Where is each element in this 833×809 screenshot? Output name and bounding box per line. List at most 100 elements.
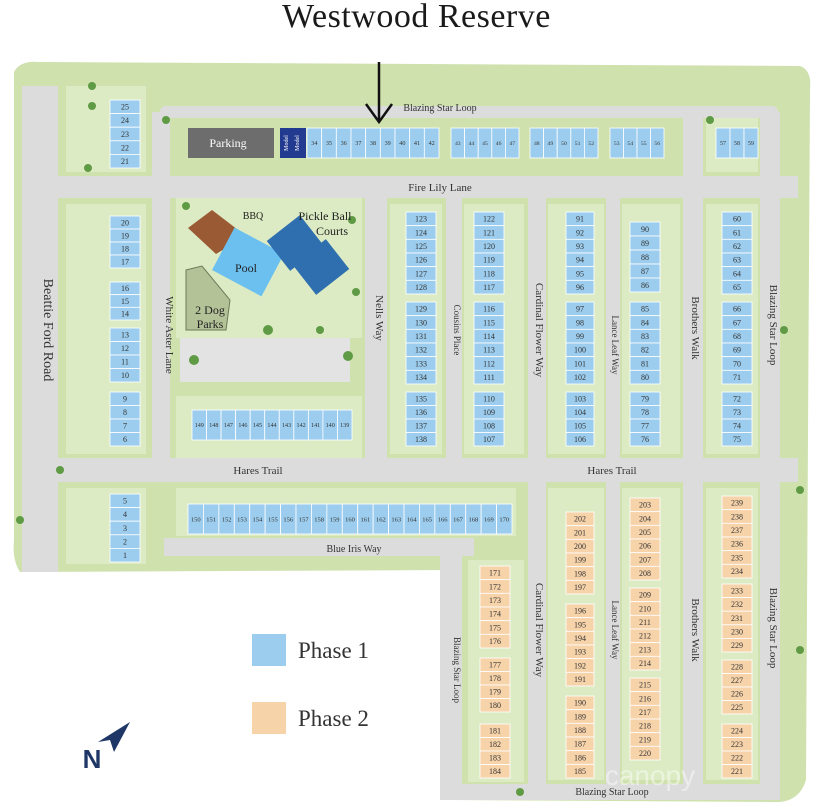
lot-label-218: 218 (639, 722, 651, 731)
lot-label-36: 36 (341, 140, 347, 147)
lot-label-40: 40 (399, 140, 405, 147)
lot-label-226: 226 (731, 690, 743, 699)
lot-label-17: 17 (121, 257, 129, 266)
lot-6 (109, 432, 141, 447)
lot-label-13: 13 (121, 331, 129, 340)
lot-label-196: 196 (574, 607, 586, 616)
lot-label-137: 137 (415, 422, 427, 431)
lot-label-123: 123 (415, 215, 427, 224)
lot-label-77: 77 (641, 422, 649, 431)
lot-220 (629, 745, 661, 761)
road-label-cardinal-flower-way-1: Cardinal Flower Way (533, 283, 545, 378)
lot-label-127: 127 (415, 269, 427, 278)
lot-label-228: 228 (731, 663, 743, 672)
lot-label-65: 65 (733, 283, 741, 292)
lot-label-92: 92 (576, 228, 584, 237)
lot-label-140: 140 (326, 423, 335, 429)
lot-107 (473, 432, 505, 447)
lot-label-199: 199 (574, 556, 586, 565)
lot-117 (473, 279, 505, 295)
road-label-blazing-star-loop-right-1: Blazing Star Loop (767, 285, 779, 366)
lot-label-146: 146 (238, 423, 247, 429)
lot-80 (629, 369, 661, 385)
lot-label-227: 227 (731, 676, 743, 685)
lot-label-235: 235 (731, 553, 743, 562)
road-label-brothers-walk-1: Brothers Walk (689, 296, 701, 360)
lot-label-76: 76 (641, 435, 649, 444)
lot-170 (496, 503, 513, 535)
lot-label-53: 53 (614, 141, 620, 147)
lot-label-143: 143 (282, 423, 291, 429)
lot-label-11: 11 (121, 358, 129, 367)
lot-label-175: 175 (489, 623, 501, 632)
lot-label-12: 12 (121, 344, 129, 353)
lot-label-176: 176 (489, 637, 501, 646)
lot-label-185: 185 (574, 767, 586, 776)
lot-label-219: 219 (639, 735, 651, 744)
dog-parks-label-2: Parks (197, 317, 224, 331)
lot-label-16: 16 (121, 284, 129, 293)
legend-swatch-phase2 (252, 702, 286, 734)
lot-label-82: 82 (641, 346, 649, 355)
watermark: canopy (605, 760, 695, 791)
lot-label-164: 164 (407, 516, 418, 523)
lot-label-151: 151 (206, 516, 216, 523)
road-label-blazing-star-loop-right-2: Blazing Star Loop (767, 588, 779, 669)
lot-label-225: 225 (731, 703, 743, 712)
lot-label-114: 114 (483, 332, 495, 341)
lot-label-209: 209 (639, 591, 651, 600)
lot-label-160: 160 (345, 516, 355, 523)
lot-label-1: 1 (123, 551, 127, 560)
lot-label-138: 138 (415, 435, 427, 444)
lot-label-136: 136 (415, 408, 427, 417)
lot-102 (565, 369, 595, 385)
lot-label-89: 89 (641, 239, 649, 248)
lot-label-224: 224 (731, 727, 743, 736)
lot-label-120: 120 (483, 242, 495, 251)
lot-label-45: 45 (482, 141, 488, 147)
lot-label-142: 142 (297, 423, 306, 429)
lot-label-171: 171 (489, 569, 501, 578)
trees (16, 82, 804, 796)
lot-label-148: 148 (209, 423, 218, 429)
lot-label-56: 56 (654, 141, 660, 147)
lot-128 (405, 279, 437, 295)
lot-label-178: 178 (489, 674, 501, 683)
lot-59 (743, 127, 759, 159)
lot-label-106: 106 (574, 435, 586, 444)
lot-label-18: 18 (121, 244, 129, 253)
pickle-ball-label: Pickle Ball (299, 209, 353, 223)
lot-label-197: 197 (574, 583, 586, 592)
lot-label-193: 193 (574, 648, 586, 657)
parking-label: Parking (209, 136, 246, 150)
lot-label-119: 119 (483, 256, 495, 265)
lot-label-125: 125 (415, 242, 427, 251)
lot-label-191: 191 (574, 675, 586, 684)
lot-138 (405, 432, 437, 447)
lot-label-128: 128 (415, 283, 427, 292)
courts-label: Courts (316, 224, 348, 238)
lot-label-236: 236 (731, 540, 743, 549)
lot-label-101: 101 (574, 359, 586, 368)
lot-label-170: 170 (499, 516, 509, 523)
lot-label-179: 179 (489, 688, 501, 697)
lot-label-105: 105 (574, 422, 586, 431)
lot-label-115: 115 (483, 318, 495, 327)
lot-1 (109, 548, 141, 563)
lot-label-187: 187 (574, 740, 586, 749)
lot-label-100: 100 (574, 346, 586, 355)
lot-label-163: 163 (391, 516, 401, 523)
lot-label-188: 188 (574, 726, 586, 735)
lot-214 (629, 655, 661, 671)
lot-label-49: 49 (548, 141, 554, 147)
lot-label-154: 154 (253, 516, 264, 523)
road-label-nells-way: Nells Way (373, 295, 385, 341)
dog-parks-label-1: 2 Dog (195, 303, 225, 317)
lot-label-202: 202 (574, 515, 586, 524)
lot-label-57: 57 (720, 141, 726, 147)
lot-label-81: 81 (641, 359, 649, 368)
lot-label-161: 161 (361, 516, 371, 523)
lot-label-35: 35 (326, 140, 332, 147)
pool-label: Pool (235, 261, 258, 275)
